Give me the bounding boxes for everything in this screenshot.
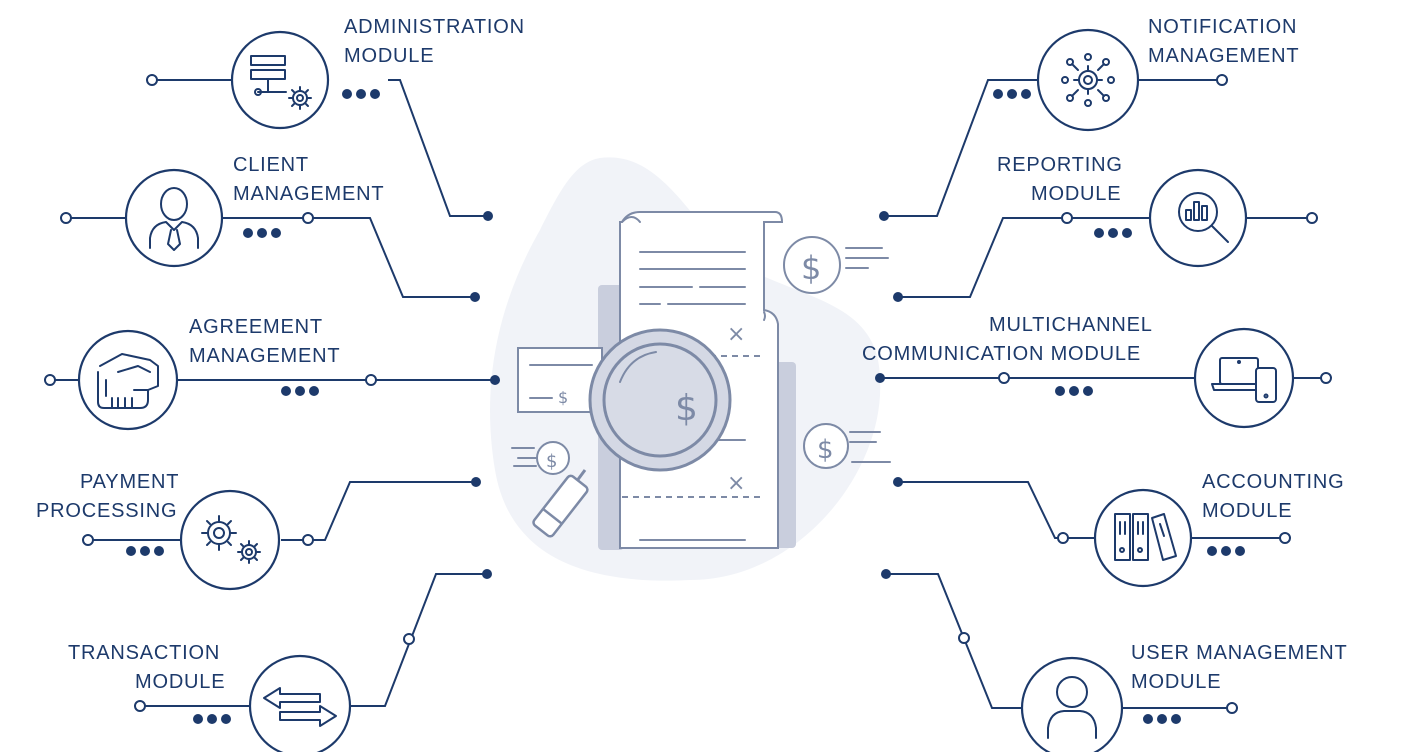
- ellipsis-icon: [1207, 546, 1245, 556]
- network-gear-icon: [1061, 53, 1115, 107]
- label-administration: ADMINISTRATION: [344, 16, 525, 38]
- label-transaction-2: MODULE: [135, 671, 225, 693]
- label-multichannel: MULTICHANNEL: [989, 314, 1153, 336]
- server-gear-icon: [250, 55, 312, 110]
- binders-icon: [1114, 513, 1177, 561]
- label-accounting: ACCOUNTING: [1202, 471, 1344, 493]
- arrows-exchange-icon: [263, 687, 337, 727]
- node-transaction[interactable]: TRANSACTION MODULE: [68, 642, 352, 752]
- ellipsis-icon: [1094, 228, 1132, 238]
- user-icon: [1047, 676, 1097, 739]
- label-reporting: REPORTING: [997, 154, 1123, 176]
- label-notification: NOTIFICATION: [1148, 16, 1297, 38]
- chart-magnifier-icon: [1178, 192, 1229, 243]
- coin-right-mid: $: [803, 423, 891, 469]
- node-payment[interactable]: PAYMENT PROCESSING: [36, 471, 281, 591]
- label-transaction: TRANSACTION: [68, 642, 220, 664]
- node-agreement[interactable]: AGREEMENT MANAGEMENT: [77, 316, 340, 431]
- label-user-2: MODULE: [1131, 671, 1221, 693]
- node-multichannel[interactable]: MULTICHANNEL COMMUNICATION MODULE: [862, 314, 1295, 429]
- label-agreement: AGREEMENT: [189, 316, 323, 338]
- magnifier-icon: $: [532, 328, 732, 538]
- node-notification[interactable]: NOTIFICATION MANAGEMENT: [1036, 16, 1299, 132]
- coin-dollar: $: [801, 249, 821, 287]
- label-payment: PAYMENT: [80, 471, 179, 493]
- card-dollar: $: [558, 388, 568, 407]
- label-notification-2: MANAGEMENT: [1148, 45, 1299, 67]
- label-client: CLIENT: [233, 154, 309, 176]
- magnifier-dollar: $: [675, 388, 698, 429]
- coin-dollar: $: [817, 435, 834, 465]
- label-multichannel-2: COMMUNICATION MODULE: [862, 343, 1141, 365]
- connector-endpoints: [44, 74, 1332, 714]
- cross-mark-top: ×: [727, 322, 745, 347]
- gears-icon: [201, 515, 261, 564]
- label-user: USER MANAGEMENT: [1131, 642, 1347, 664]
- node-client[interactable]: CLIENT MANAGEMENT: [124, 154, 384, 268]
- coin-dollar: $: [546, 451, 557, 472]
- handshake-icon: [97, 353, 159, 409]
- label-client-2: MANAGEMENT: [233, 183, 384, 205]
- ellipsis-icon: [126, 546, 164, 556]
- cross-mark-bottom: ×: [727, 471, 745, 496]
- ellipsis-icon: [342, 89, 380, 99]
- label-administration-2: MODULE: [344, 45, 434, 67]
- label-accounting-2: MODULE: [1202, 500, 1292, 522]
- coin-right-top: $: [783, 236, 889, 294]
- invoice-magnifier-illustration: × × $ $ $: [490, 157, 891, 581]
- ellipsis-dots: [126, 89, 1245, 724]
- ellipsis-icon: [243, 228, 281, 238]
- coin-left: $: [511, 441, 570, 475]
- node-reporting[interactable]: REPORTING MODULE: [997, 154, 1248, 268]
- ellipsis-icon: [993, 89, 1031, 99]
- label-agreement-2: MANAGEMENT: [189, 345, 340, 367]
- node-accounting[interactable]: ACCOUNTING MODULE: [1093, 471, 1344, 588]
- ellipsis-icon: [281, 386, 319, 396]
- ellipsis-icon: [1143, 714, 1181, 724]
- ellipsis-icon: [1055, 386, 1093, 396]
- label-reporting-2: MODULE: [1031, 183, 1121, 205]
- ellipsis-icon: [193, 714, 231, 724]
- laptop-phone-icon: [1211, 357, 1277, 403]
- node-administration[interactable]: ADMINISTRATION MODULE: [230, 16, 525, 130]
- label-payment-2: PROCESSING: [36, 500, 177, 522]
- node-user[interactable]: USER MANAGEMENT MODULE: [1020, 642, 1347, 752]
- person-tie-icon: [149, 187, 199, 251]
